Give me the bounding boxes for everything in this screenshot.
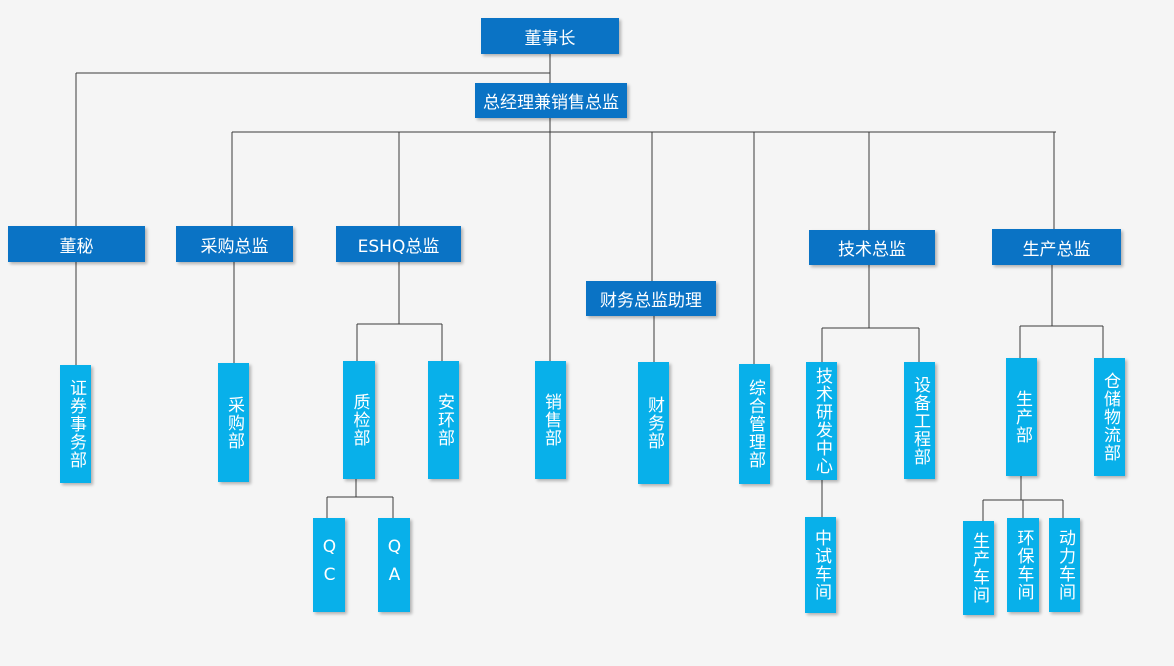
node-finance-dept: 财务部 [638, 362, 669, 484]
node-securities-dept: 证券事务部 [60, 365, 91, 483]
node-production-director: 生产总监 [992, 229, 1121, 265]
node-rd-center: 技术研发中心 [806, 362, 837, 480]
node-purchasing-director: 采购总监 [176, 226, 293, 262]
node-eshq-director: ESHQ总监 [336, 226, 461, 262]
node-secretary: 董秘 [8, 226, 145, 262]
node-pilot-workshop: 中试车间 [805, 517, 836, 613]
node-quality-dept: 质检部 [343, 361, 375, 479]
node-purchasing-dept: 采购部 [218, 363, 249, 482]
node-logistics-dept: 仓储物流部 [1094, 358, 1125, 476]
node-qc: QC [313, 518, 345, 612]
node-finance-assistant: 财务总监助理 [586, 281, 716, 316]
node-tech-director: 技术总监 [809, 230, 935, 265]
node-safety-env-dept: 安环部 [428, 361, 459, 479]
node-production-dept: 生产部 [1006, 358, 1037, 476]
node-production-workshop: 生产车间 [963, 521, 994, 615]
node-equipment-dept: 设备工程部 [904, 362, 935, 479]
node-general-manager: 总经理兼销售总监 [475, 83, 627, 118]
node-sales-dept: 销售部 [535, 361, 566, 479]
node-power-workshop: 动力车间 [1049, 518, 1080, 612]
node-chairman: 董事长 [481, 18, 619, 54]
node-qa: QA [378, 518, 410, 612]
node-env-workshop: 环保车间 [1007, 518, 1039, 612]
node-admin-dept: 综合管理部 [739, 364, 770, 484]
